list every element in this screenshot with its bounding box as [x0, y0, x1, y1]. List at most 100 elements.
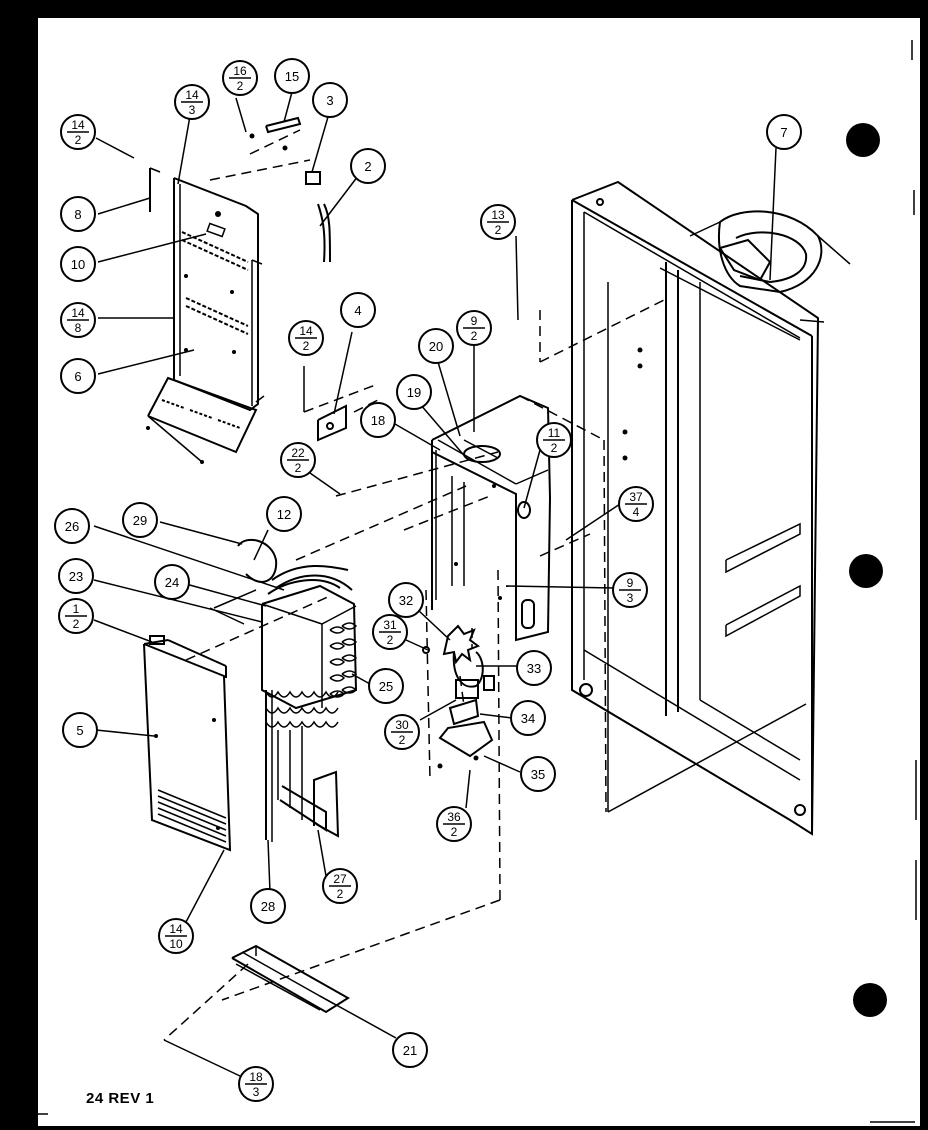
callout-c34: 34: [510, 700, 546, 736]
callout-circle: [122, 502, 158, 538]
callout-c14d: 142: [288, 320, 324, 356]
callout-c9b: 93: [612, 572, 648, 608]
callout-c3: 3: [312, 82, 348, 118]
callout-c20: 20: [418, 328, 454, 364]
binder-hole-top: [846, 123, 880, 157]
callout-number: 5: [76, 723, 83, 738]
callout-circle: [58, 558, 94, 594]
callout-circle: [392, 1032, 428, 1068]
callout-c24: 24: [154, 564, 190, 600]
callout-circle: [350, 148, 386, 184]
callout-number: 15: [285, 69, 299, 84]
callout-circle: [516, 650, 552, 686]
callout-c5: 5: [62, 712, 98, 748]
top-parts: [209, 91, 359, 263]
callout-circle: [60, 196, 96, 232]
callout-c19: 19: [396, 374, 432, 410]
callout-quantity: 2: [399, 733, 406, 747]
callout-quantity: 2: [337, 887, 344, 901]
callout-number: 14: [71, 306, 85, 320]
callout-circle: [250, 888, 286, 924]
callout-c18b: 183: [238, 1066, 274, 1102]
callout-c14b: 142: [60, 114, 96, 150]
callout-c32: 32: [388, 582, 424, 618]
drain-pan: [231, 944, 350, 1014]
callout-number: 30: [395, 718, 409, 732]
callout-number: 34: [521, 711, 535, 726]
callout-c1: 12: [58, 598, 94, 634]
access-panel: [143, 635, 232, 852]
callout-c10: 10: [60, 246, 96, 282]
callout-quantity: 2: [237, 79, 244, 93]
callout-quantity: 2: [73, 617, 80, 631]
callout-c13: 132: [480, 204, 516, 240]
callout-quantity: 2: [551, 441, 558, 455]
leader-lines: [93, 115, 777, 1039]
callout-c11: 112: [536, 422, 572, 458]
callout-circle: [396, 374, 432, 410]
callout-quantity: 8: [75, 321, 82, 335]
callout-quantity: 2: [295, 461, 302, 475]
callout-circle: [312, 82, 348, 118]
callout-circle: [274, 58, 310, 94]
callout-number: 19: [407, 385, 421, 400]
callout-number: 2: [364, 159, 371, 174]
evaporator-cover: [431, 394, 552, 642]
callout-circle: [388, 582, 424, 618]
callout-quantity: 2: [387, 633, 394, 647]
callout-c16: 162: [222, 60, 258, 96]
callout-number: 11: [548, 426, 561, 440]
callout-circle: [520, 756, 556, 792]
callout-number: 23: [69, 569, 83, 584]
callout-number: 16: [233, 64, 247, 78]
callout-c22: 222: [280, 442, 316, 478]
callout-c31: 312: [372, 614, 408, 650]
right-edge-marks: [20, 40, 917, 1123]
callout-c26: 26: [54, 508, 90, 544]
callout-c6: 6: [60, 358, 96, 394]
callout-number: 3: [326, 93, 333, 108]
alignment-dashes: [163, 299, 665, 1077]
callout-c7: 7: [766, 114, 802, 150]
callout-c33: 33: [516, 650, 552, 686]
callout-circle: [154, 564, 190, 600]
callout-c23: 23: [58, 558, 94, 594]
callout-c8: 8: [60, 196, 96, 232]
callout-c18: 18: [360, 402, 396, 438]
binder-hole-bottom: [853, 983, 887, 1017]
callout-number: 37: [629, 490, 643, 504]
callout-number: 1: [73, 602, 80, 616]
callout-circle: [360, 402, 396, 438]
callout-c28: 28: [250, 888, 286, 924]
callout-circle: [368, 668, 404, 704]
callout-number: 9: [471, 314, 478, 328]
callout-number: 12: [277, 507, 291, 522]
callout-number: 13: [491, 208, 505, 222]
callout-number: 18: [249, 1070, 263, 1084]
callout-circle: [418, 328, 454, 364]
callout-quantity: 2: [451, 825, 458, 839]
rear-panel: [146, 167, 265, 464]
callout-number: 7: [780, 125, 787, 140]
callout-quantity: 10: [169, 937, 183, 951]
callout-number: 25: [379, 679, 393, 694]
callout-number: 28: [261, 899, 275, 914]
callout-number: 9: [627, 576, 634, 590]
callout-number: 31: [383, 618, 397, 632]
callout-number: 24: [165, 575, 179, 590]
callout-c21: 21: [392, 1032, 428, 1068]
callout-quantity: 3: [189, 103, 196, 117]
callout-number: 6: [74, 369, 81, 384]
callout-c29: 29: [122, 502, 158, 538]
callout-c35: 35: [520, 756, 556, 792]
footer-revision-label: 24 REV 1: [86, 1090, 155, 1107]
callout-c4: 4: [340, 292, 376, 328]
callout-number: 35: [531, 767, 545, 782]
fan-motor-assembly: [422, 624, 495, 809]
callout-number: 21: [403, 1043, 417, 1058]
callout-circle: [54, 508, 90, 544]
callout-number: 14: [169, 922, 183, 936]
callout-number: 32: [399, 593, 413, 608]
